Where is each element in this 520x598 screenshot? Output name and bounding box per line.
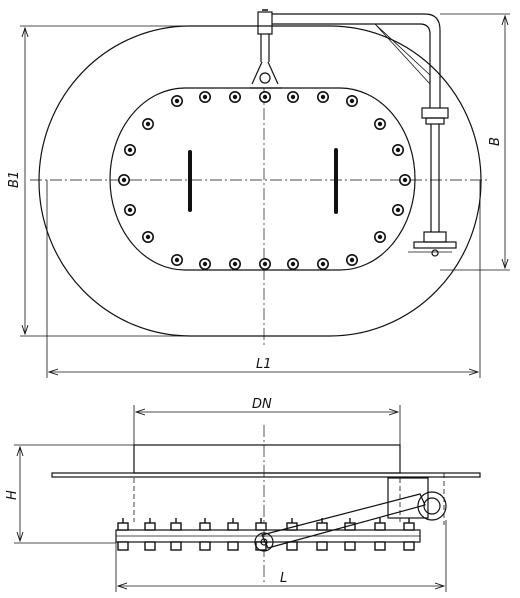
label-b: B: [488, 137, 503, 146]
side-bolt-icon: [170, 518, 182, 551]
dimension-dn: DN: [133, 397, 401, 445]
side-bolt-icon: [286, 518, 298, 551]
bolt-icon: [316, 257, 329, 270]
bolt-icon: [171, 95, 184, 108]
bolt-icon: [124, 144, 137, 157]
side-bolt-icon: [403, 518, 415, 551]
dimension-l: L: [115, 520, 447, 592]
bolt-icon: [124, 204, 137, 217]
label-l: L: [280, 571, 287, 586]
bolt-icon: [171, 254, 184, 267]
side-bolt-icon: [374, 518, 386, 551]
label-b1: B1: [7, 171, 22, 188]
bolt-icon: [229, 91, 242, 104]
bolt-icon: [118, 174, 131, 187]
dimension-b: B: [440, 13, 510, 271]
bolt-icon: [286, 91, 299, 104]
hinge-arm: [250, 9, 457, 257]
bolt-icon: [391, 204, 404, 217]
side-bolt-icon: [199, 518, 211, 551]
label-dn: DN: [252, 397, 272, 412]
bolt-icon: [229, 257, 242, 270]
bolt-icon: [373, 231, 386, 244]
side-view: DN H: [5, 397, 481, 592]
side-bolt-icon: [117, 518, 129, 551]
bolt-icon: [199, 257, 212, 270]
label-h: H: [5, 490, 20, 500]
bolt-icon: [398, 174, 411, 187]
deck-plate: [51, 472, 481, 478]
inner-cover-outline: [109, 87, 416, 271]
dimension-b1: B1: [7, 25, 190, 337]
side-bolt-icon: [344, 518, 356, 551]
coaming: [133, 444, 401, 474]
bolt-icon: [345, 95, 358, 108]
dimension-h: H: [5, 444, 134, 544]
bolt-icon: [286, 257, 299, 270]
side-bolt-icon: [227, 518, 239, 551]
bolt-group: [118, 91, 411, 270]
bolt-icon: [258, 257, 271, 270]
outer-plate-outline: [38, 25, 482, 337]
side-bolt-icon: [144, 518, 156, 551]
side-bolt-icon: [316, 518, 328, 551]
bolt-icon: [316, 91, 329, 104]
bolt-icon: [199, 91, 212, 104]
bolt-icon: [142, 231, 155, 244]
bolt-icon: [391, 144, 404, 157]
bolt-icon: [142, 118, 155, 131]
top-view: B1 B L1: [7, 9, 510, 378]
dimension-l1: L1: [46, 180, 481, 378]
bolt-icon: [258, 91, 271, 104]
bolt-icon: [345, 254, 358, 267]
bolt-icon: [373, 118, 386, 131]
label-l1: L1: [256, 357, 272, 372]
side-hinge-arm: [254, 473, 447, 552]
